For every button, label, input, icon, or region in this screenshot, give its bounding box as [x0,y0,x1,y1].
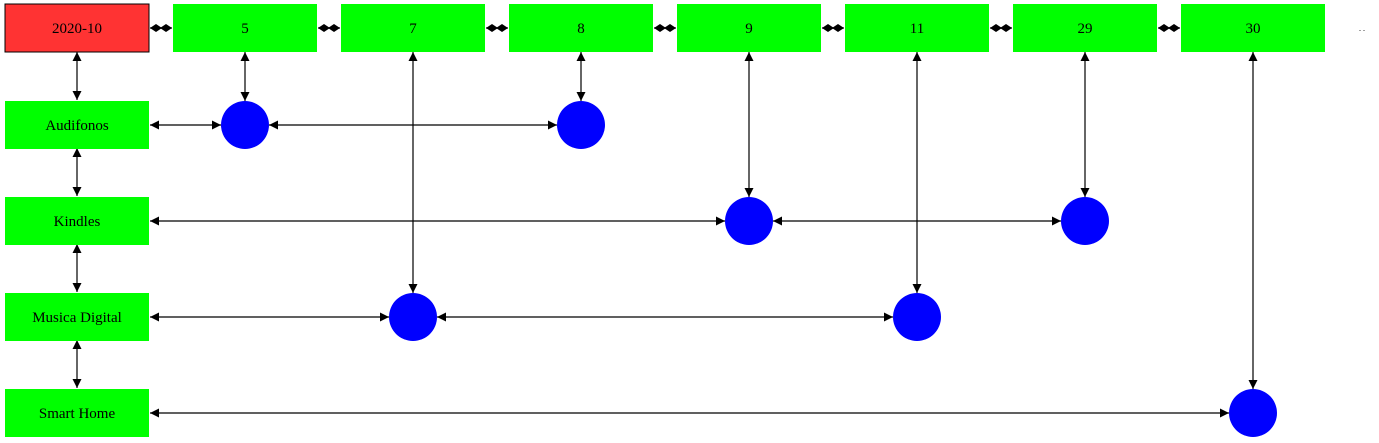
day-label: 9 [745,21,753,37]
category-label: Musica Digital [32,310,122,326]
dot-audifonos-5[interactable] [221,101,269,149]
day-label: 11 [910,21,924,37]
day-node-7[interactable]: 7 [341,4,485,52]
day-node-5[interactable]: 5 [173,4,317,52]
day-label: 30 [1246,21,1261,37]
category-node-kindles[interactable]: Kindles [5,197,149,245]
category-node-smart-home[interactable]: Smart Home [5,389,149,437]
day-label: 5 [241,21,249,37]
category-label: Kindles [54,214,101,230]
edges [72,24,1258,418]
day-label: 7 [409,21,417,37]
dot-musica-7[interactable] [389,293,437,341]
day-node-29[interactable]: 29 [1013,4,1157,52]
day-node-9[interactable]: 9 [677,4,821,52]
dot-kindles-29[interactable] [1061,197,1109,245]
header-label: 2020-10 [52,21,102,37]
dot-kindles-9[interactable] [725,197,773,245]
day-node-30[interactable]: 30 [1181,4,1325,52]
header-box [4,3,150,53]
category-node-audifonos[interactable]: Audifonos [5,101,149,149]
trailing-mark: . . [1359,24,1365,33]
category-label: Smart Home [39,406,116,422]
dot-smart-home-30[interactable] [1229,389,1277,437]
day-label: 29 [1078,21,1093,37]
day-label: 8 [577,21,585,37]
day-node-8[interactable]: 8 [509,4,653,52]
dot-musica-11[interactable] [893,293,941,341]
category-label: Audifonos [45,118,108,134]
day-node-11[interactable]: 11 [845,4,989,52]
category-node-musica-digital[interactable]: Musica Digital [5,293,149,341]
header-node[interactable]: 2020-10 [4,3,150,53]
dot-audifonos-8[interactable] [557,101,605,149]
